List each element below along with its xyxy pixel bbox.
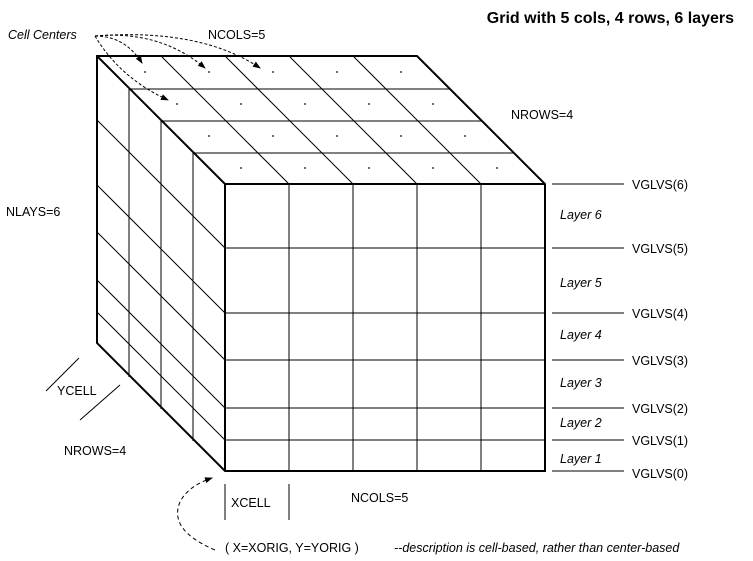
top-face-grid bbox=[129, 55, 513, 185]
cell-center-arrow bbox=[94, 35, 169, 101]
cell-center-dot bbox=[144, 71, 146, 73]
nlays-label: NLAYS=6 bbox=[6, 205, 60, 219]
cell-center-arrow bbox=[94, 35, 143, 64]
cell-center-dot bbox=[400, 135, 402, 137]
cell-center-dot bbox=[368, 103, 370, 105]
vglvs-label: VGLVS(4) bbox=[632, 307, 688, 321]
vglvs-label: VGLVS(2) bbox=[632, 402, 688, 416]
diagram-title: Grid with 5 cols, 4 rows, 6 layers bbox=[487, 10, 734, 27]
description-note: --description is cell-based, rather than… bbox=[394, 541, 680, 555]
cell-center-dot bbox=[400, 71, 402, 73]
cell-center-dot bbox=[208, 71, 210, 73]
vglvs-labels: VGLVS(6) VGLVS(5) VGLVS(4) VGLVS(3) VGLV… bbox=[632, 178, 688, 481]
cell-center-dot bbox=[304, 167, 306, 169]
layer-label: Layer 6 bbox=[560, 208, 602, 222]
ncols-top-label: NCOLS=5 bbox=[208, 28, 265, 42]
vglvs-label: VGLVS(5) bbox=[632, 242, 688, 256]
cell-centers-label: Cell Centers bbox=[8, 28, 77, 42]
layer-label: Layer 3 bbox=[560, 376, 602, 390]
cell-center-dot bbox=[336, 135, 338, 137]
cell-center-dot bbox=[336, 71, 338, 73]
cell-center-dot bbox=[240, 167, 242, 169]
cell-center-dot bbox=[432, 103, 434, 105]
front-face-grid bbox=[225, 184, 545, 471]
xcell-label: XCELL bbox=[231, 496, 271, 510]
vglvs-label: VGLVS(0) bbox=[632, 467, 688, 481]
grid-cube bbox=[96, 55, 546, 472]
origin-arrow bbox=[177, 477, 216, 551]
layer-label: Layer 2 bbox=[560, 416, 602, 430]
layer-label: Layer 1 bbox=[560, 452, 602, 466]
cell-center-dot bbox=[496, 167, 498, 169]
cell-center-dot bbox=[464, 135, 466, 137]
cell-center-dot bbox=[176, 103, 178, 105]
nrows-bottom-label: NROWS=4 bbox=[64, 444, 126, 458]
cell-center-dot bbox=[432, 167, 434, 169]
xcell-ticks bbox=[224, 484, 290, 520]
vglvs-label: VGLVS(1) bbox=[632, 434, 688, 448]
cell-center-arrow bbox=[94, 34, 206, 69]
cube-outline bbox=[96, 55, 546, 472]
ycell-ticks bbox=[45, 357, 121, 421]
cell-center-arrows bbox=[94, 34, 261, 101]
vglvs-label: VGLVS(3) bbox=[632, 354, 688, 368]
layer-label: Layer 5 bbox=[560, 276, 602, 290]
layer-label: Layer 4 bbox=[560, 328, 602, 342]
cell-center-dot bbox=[272, 135, 274, 137]
ycell-label: YCELL bbox=[57, 384, 97, 398]
origin-label: ( X=XORIG, Y=YORIG ) bbox=[225, 541, 359, 555]
left-face-grid bbox=[96, 89, 226, 441]
cell-center-dot bbox=[208, 135, 210, 137]
cell-center-dots bbox=[144, 71, 498, 169]
vglvs-lines bbox=[552, 183, 624, 472]
cell-center-dot bbox=[272, 71, 274, 73]
layer-labels: Layer 6 Layer 5 Layer 4 Layer 3 Layer 2 … bbox=[560, 208, 602, 466]
cell-center-dot bbox=[240, 103, 242, 105]
ncols-bottom-label: NCOLS=5 bbox=[351, 491, 408, 505]
cell-center-dot bbox=[368, 167, 370, 169]
nrows-right-label: NROWS=4 bbox=[511, 108, 573, 122]
vglvs-label: VGLVS(6) bbox=[632, 178, 688, 192]
cell-center-dot bbox=[304, 103, 306, 105]
